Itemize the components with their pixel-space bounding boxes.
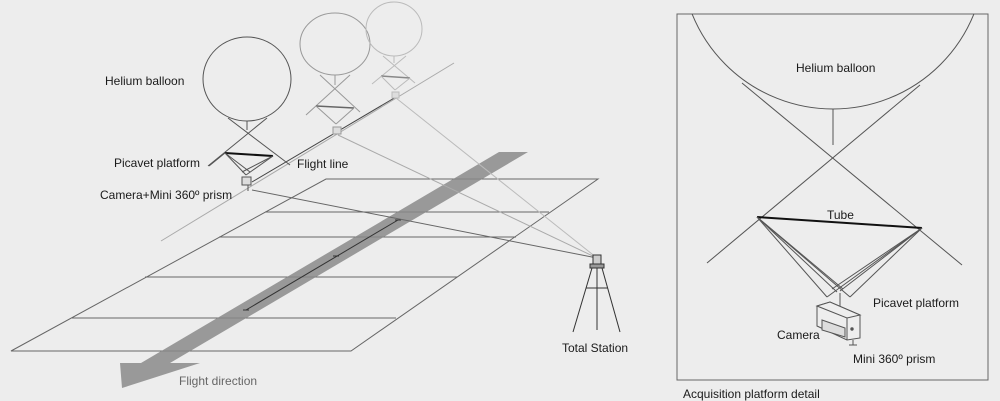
detail-camera-label: Camera [777, 328, 820, 342]
total-station-icon [572, 254, 621, 333]
flight-direction-label: Flight direction [179, 374, 257, 388]
detail-prism-label: Mini 360º prism [853, 352, 935, 366]
balloon-3 [365, 1, 423, 99]
detail-helium-balloon-label: Helium balloon [796, 61, 875, 75]
detail-caption: Acquisition platform detail [683, 387, 820, 401]
ground-grid [10, 178, 600, 352]
balloon-1 [202, 36, 292, 191]
flight-line-extension [160, 62, 455, 242]
detail-drawing [691, 14, 975, 307]
flight-line [251, 96, 397, 183]
flight-line-label: Flight line [297, 157, 349, 171]
camera-prism-label: Camera+Mini 360º prism [100, 188, 232, 202]
tube [756, 216, 923, 229]
detail-picavet-label: Picavet platform [873, 296, 959, 310]
detail-balloon [691, 14, 975, 110]
picavet-platform-label: Picavet platform [114, 156, 200, 170]
tube-label: Tube [827, 208, 854, 222]
sight-lines [251, 97, 598, 259]
flight-direction-arrow [120, 152, 528, 388]
helium-balloon-label: Helium balloon [105, 74, 184, 88]
detail-camera-icon [815, 301, 862, 346]
total-station-label: Total Station [562, 341, 628, 355]
ground-track [243, 219, 401, 311]
picavet-leader-line [208, 152, 226, 167]
detail-frame [676, 13, 989, 381]
balloon-2 [299, 12, 371, 135]
